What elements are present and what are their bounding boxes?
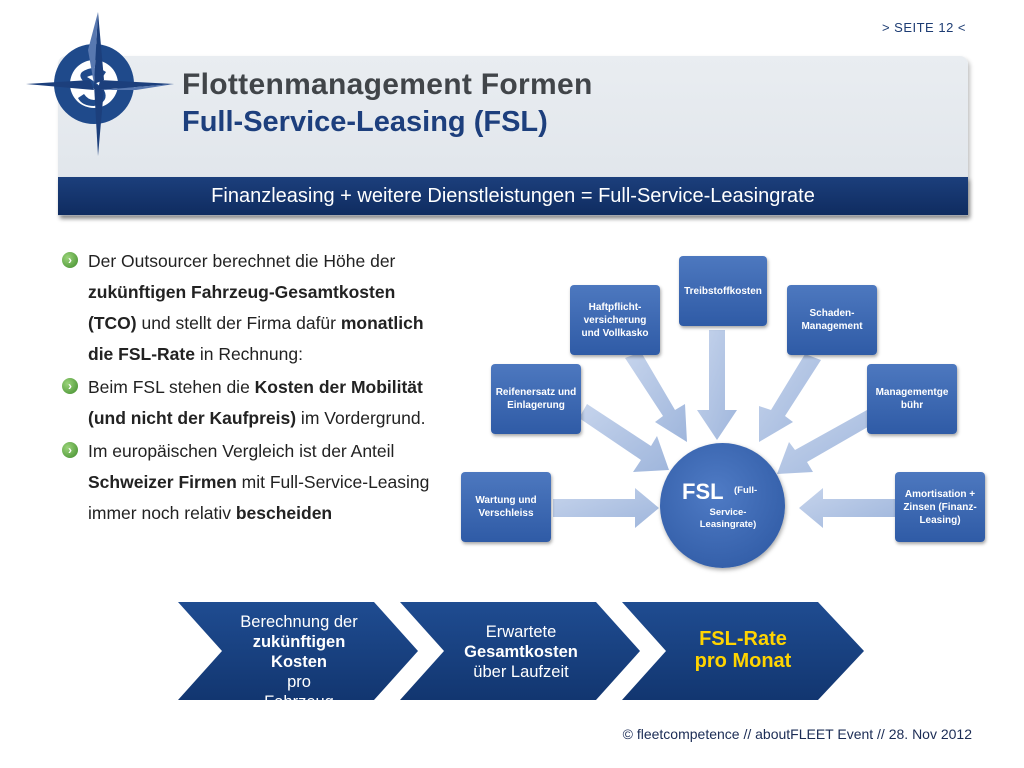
bullet-text-bold: Schweizer Firmen (88, 472, 237, 492)
step1-bold: zukünftigen Kosten (252, 633, 346, 671)
bullet-item: › Beim FSL stehen die Kosten der Mobilit… (62, 372, 447, 434)
bullet-text: im Vordergrund. (296, 408, 426, 428)
box-treibstoffkosten: Treibstoffkosten (679, 256, 767, 326)
diagram-arrows (553, 330, 895, 528)
compass-logo-icon (26, 12, 174, 156)
bullet-item: › Der Outsourcer berechnet die Höhe der … (62, 246, 447, 370)
step2-line1: Erwartete (485, 623, 557, 641)
bullet-text-bold: zukünftigen Fahrzeug-Gesamtkosten (TCO) (88, 282, 396, 333)
page-subtitle: Full-Service-Leasing (FSL) (182, 106, 548, 138)
step2-text: Erwartete Gesamtkosten über Laufzeit (446, 622, 596, 682)
box-haftpflicht: Haftpflicht-versicherung und Vollkasko (570, 285, 660, 355)
bullet-text: Beim FSL stehen die (88, 377, 255, 397)
process-chevrons (178, 602, 864, 700)
bullet-text-bold: Kosten der Mobilität (und nicht der Kauf… (88, 377, 423, 428)
bullet-text: mit Full-Service-Leasing immer noch rela… (88, 472, 430, 523)
bullet-text: Im europäischen Vergleich ist der Anteil (88, 441, 395, 461)
box-reifenersatz: Reifenersatz und Einlagerung (491, 364, 581, 434)
step3-line1: FSL-Rate (699, 628, 787, 650)
bullet-text: und stellt der Firma dafür (136, 313, 341, 333)
step3-text: FSL-Rate pro Monat (668, 628, 818, 672)
bullet-text: Der Outsourcer berechnet die Höhe der (88, 251, 396, 271)
box-managementgebuehr: Managementge bühr (867, 364, 957, 434)
chevron-right-icon: › (62, 442, 78, 458)
arrow-reifen (579, 404, 669, 472)
process-flow: Berechnung der zukünftigen Kosten pro Fa… (178, 602, 868, 711)
step1-line1: Berechnung der (240, 613, 358, 631)
step1-text: Berechnung der zukünftigen Kosten pro Fa… (224, 612, 374, 712)
step1-line4: Fahrzeug (264, 693, 334, 711)
bullet-text-bold: monatlich die FSL-Rate (88, 313, 424, 364)
chevron-step-2 (400, 602, 640, 700)
fsl-diagram: Treibstoffkosten Haftpflicht-versicherun… (455, 250, 995, 580)
step1-line3-text: pro (287, 673, 311, 691)
page-number: > SEITE 12 < (881, 20, 966, 35)
arrow-management (777, 410, 873, 474)
banner-text: Finanzleasing + weitere Dienstleistungen… (211, 185, 815, 207)
fsl-paren-label: (Full- (734, 485, 758, 496)
step3-line2: pro Monat (694, 650, 792, 672)
bullet-list: › Der Outsourcer berechnet die Höhe der … (62, 246, 447, 531)
arrow-treibstoff (697, 330, 737, 440)
formula-banner: Finanzleasing + weitere Dienstleistungen… (58, 177, 968, 215)
fsl-label: FSL (682, 479, 724, 504)
arrow-haftpflicht (625, 352, 687, 442)
fsl-center-circle: FSL (Full- Service-Leasingrate) (660, 443, 785, 568)
bullet-text: in Rechnung: (194, 344, 303, 364)
box-schaden-management: Schaden-Management (787, 285, 877, 355)
arrow-wartung (553, 488, 659, 528)
fsl-sub-label: Service-Leasingrate) (699, 507, 757, 531)
chevron-step-3 (622, 602, 864, 700)
bullet-item: › Im europäischen Vergleich ist der Ante… (62, 436, 447, 529)
chevron-step-1 (178, 602, 418, 700)
step2-bold: Gesamtkosten (464, 643, 578, 661)
arrow-amortisation (799, 488, 895, 528)
bullet-text-bold: bescheiden (235, 503, 333, 523)
footer: © fleetcompetence // aboutFLEET Event //… (622, 726, 972, 742)
chevron-right-icon: › (62, 378, 78, 394)
box-wartung: Wartung und Verschleiss (461, 472, 551, 542)
arrow-schaden (759, 354, 821, 442)
box-amortisation: Amortisation + Zinsen (Finanz-Leasing) (895, 472, 985, 542)
page-title: Flottenmanagement Formen (182, 68, 593, 101)
chevron-right-icon: › (62, 252, 78, 268)
step2-line3: über Laufzeit (473, 663, 569, 681)
step1-line3: pro (224, 672, 374, 692)
step1-line2: zukünftigen Kosten (224, 632, 374, 672)
